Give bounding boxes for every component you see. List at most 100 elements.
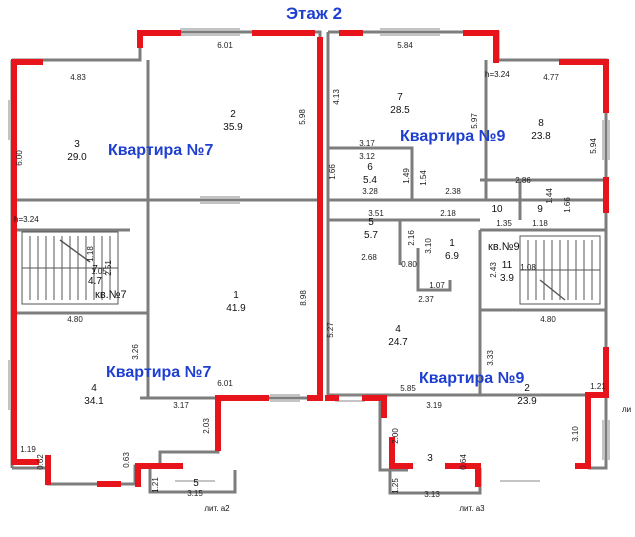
dimension: 5.84: [397, 41, 413, 50]
dimension: 8.98: [299, 290, 308, 306]
room-area: 3.9: [500, 273, 514, 284]
dimension: 1.49: [402, 168, 411, 184]
dimension: 3.33: [486, 350, 495, 366]
dimension: 2.37: [418, 295, 434, 304]
room-area: 35.9: [223, 122, 243, 133]
dimension: 2.51: [104, 260, 113, 276]
room-number: 3: [74, 139, 80, 150]
dimension: 0.63: [122, 452, 131, 468]
dimension: 0.64: [459, 454, 468, 470]
dimension: 1.21: [151, 477, 160, 493]
kv-label: кв.№7: [95, 289, 127, 301]
dimension-labels: 6.01 4.83 6.00 5.98 5.84 4.13 4.77 5.97 …: [15, 41, 606, 499]
room-area: 28.5: [390, 105, 410, 116]
staircase-right: [519, 235, 601, 305]
apartment-label: Квартира №7: [106, 364, 211, 381]
dimension: 4.77: [543, 73, 559, 82]
dimension: 2.43: [489, 262, 498, 278]
room-number: 3: [427, 453, 433, 464]
dimension: 1.18: [532, 219, 548, 228]
dimension: 3.28: [362, 187, 378, 196]
dimension: 3.51: [368, 209, 384, 218]
dimension: 2.16: [407, 230, 416, 246]
lit-label: лит. а2: [204, 504, 230, 513]
dimension: 2.03: [202, 418, 211, 434]
room-number: 6: [367, 162, 373, 173]
room-area: 4.7: [88, 276, 102, 287]
dimension: 4.13: [332, 89, 341, 105]
windows: [8, 28, 610, 482]
dimension: 4.80: [540, 315, 556, 324]
dimension: 1.35: [496, 219, 512, 228]
lit-label: лит. а3: [459, 504, 485, 513]
floor-title: Этаж 2: [286, 4, 342, 23]
dimension: 3.17: [173, 401, 189, 410]
room-number: 7: [92, 264, 98, 275]
dimension: 1.18: [86, 246, 95, 262]
room-area: 41.9: [226, 303, 246, 314]
dimension: 1.05: [91, 267, 107, 276]
dimension: 2.38: [445, 187, 461, 196]
room-area: 29.0: [67, 152, 87, 163]
dimension: 3.19: [426, 401, 442, 410]
dimension: 5.27: [326, 322, 335, 338]
room-number: 11: [502, 260, 513, 271]
dimension: 1.21: [590, 382, 606, 391]
room-number: 1: [449, 238, 455, 249]
dimension: 3.17: [359, 139, 375, 148]
dimension: 6.01: [217, 41, 233, 50]
height-label: h=3.24: [485, 70, 510, 79]
room-number: 9: [537, 204, 543, 215]
misc-labels: h=3.24 h=3.24 лит. а2 лит. а3 ли: [14, 70, 631, 513]
staircase-left: [21, 231, 119, 305]
room-number: 10: [491, 204, 503, 215]
dimension: 6.00: [15, 150, 24, 166]
dimension: 2.86: [515, 176, 531, 185]
dimension: 2.68: [361, 253, 377, 262]
room-area: 23.9: [517, 396, 537, 407]
dimension: 5.97: [470, 113, 479, 129]
room-number: 4: [395, 324, 401, 335]
apartment-label: Квартира №9: [419, 370, 524, 387]
height-label: h=3.24: [14, 215, 39, 224]
kv-label: кв.№9: [488, 241, 520, 253]
structural-walls: [10, 30, 608, 495]
dimension: 1.66: [563, 197, 572, 213]
room-number: 8: [538, 118, 544, 129]
dimension: 3.15: [187, 489, 203, 498]
dimension: 3.13: [424, 490, 440, 499]
lit-label: ли: [622, 405, 631, 414]
room-number: 5: [193, 478, 199, 489]
dimension: 0.80: [401, 260, 417, 269]
dimension: 5.98: [298, 109, 307, 125]
dimension: 1.08: [520, 263, 536, 272]
apartment-labels: Квартира №7 Квартира №9 Квартира №7 Квар…: [106, 128, 524, 387]
room-labels: 3 29.0 2 35.9 7 4.7 1 41.9 4 34.1 5 7 28…: [67, 92, 551, 489]
dimension: 3.10: [424, 238, 433, 254]
kv-labels: кв.№7 кв.№9: [95, 241, 520, 301]
dimension: 1.66: [328, 164, 337, 180]
dimension: 1.25: [391, 478, 400, 494]
highlighted-walls: [11, 30, 609, 487]
room-number: 5: [368, 217, 374, 228]
room-number: 7: [397, 92, 403, 103]
dimension: 0.62: [36, 454, 45, 470]
dimension: 1.07: [429, 281, 445, 290]
dimension: 2.18: [440, 209, 456, 218]
dimension: 6.01: [217, 379, 233, 388]
room-area: 5.4: [363, 175, 377, 186]
room-number: 4: [91, 383, 97, 394]
room-area: 5.7: [364, 230, 378, 241]
dimension: 3.12: [359, 152, 375, 161]
room-number: 2: [230, 109, 236, 120]
dimension: 1.44: [545, 188, 554, 204]
dimension: 3.26: [131, 344, 140, 360]
room-area: 6.9: [445, 251, 459, 262]
dimension: 1.19: [20, 445, 36, 454]
dimension: 3.10: [571, 426, 580, 442]
apartment-label: Квартира №9: [400, 128, 505, 145]
room-area: 24.7: [388, 337, 408, 348]
dimension: 1.54: [419, 170, 428, 186]
apartment-label: Квартира №7: [108, 142, 213, 159]
